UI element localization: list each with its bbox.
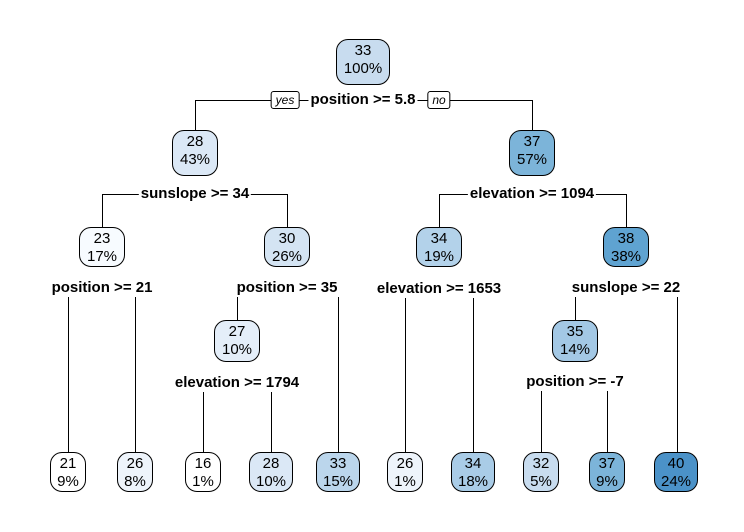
node-value: 23 [93, 230, 111, 247]
split-label-s8: elevation >= 1794 [172, 374, 302, 392]
node-percent: 100% [343, 60, 383, 77]
edge-left-s2 [102, 194, 103, 227]
edge-right-s6 [473, 289, 474, 452]
node-percent: 1% [192, 473, 214, 490]
node-value: 34 [464, 455, 482, 472]
edge-left-s8 [203, 383, 204, 452]
node-value: 32 [532, 455, 550, 472]
split-label-s6: elevation >= 1653 [374, 280, 504, 298]
node-value: 38 [617, 230, 635, 247]
node-value: 28 [262, 455, 280, 472]
node-percent: 43% [179, 151, 211, 168]
node-percent: 10% [255, 473, 287, 490]
node-value: 16 [194, 455, 212, 472]
node-value: 26 [126, 455, 144, 472]
node-percent: 9% [57, 473, 79, 490]
yes-tag: yes [270, 91, 300, 109]
split-label-s4: position >= 21 [49, 279, 155, 297]
node-value: 28 [186, 133, 204, 150]
node-percent: 8% [124, 473, 146, 490]
edge-left-s5 [237, 288, 238, 320]
split-label-s7: sunslope >= 22 [569, 279, 683, 297]
node-value: 35 [566, 323, 584, 340]
node-percent: 15% [322, 473, 354, 490]
edge-left-s4 [68, 288, 69, 452]
edge-right-s4 [135, 288, 136, 452]
node-value: 33 [354, 42, 372, 59]
node-value: 37 [523, 133, 541, 150]
node-percent: 26% [271, 248, 303, 265]
node-percent: 1% [394, 473, 416, 490]
edge-left-s7 [575, 288, 576, 320]
split-label-s9: position >= -7 [524, 373, 626, 391]
node-percent: 17% [86, 248, 118, 265]
edge-left-s6 [405, 289, 406, 452]
split-label-s1: position >= 5.8 [308, 91, 418, 109]
node-percent: 24% [660, 473, 692, 490]
edge-right-s3 [626, 194, 627, 227]
edge-right-s7 [677, 288, 678, 452]
edge-right-s8 [271, 383, 272, 452]
node-percent: 19% [423, 248, 455, 265]
edge-left-s9 [541, 382, 542, 452]
node-percent: 18% [457, 473, 489, 490]
split-label-s5: position >= 35 [234, 279, 340, 297]
node-percent: 14% [559, 341, 591, 358]
edge-right-s5 [338, 288, 339, 452]
no-tag: no [427, 91, 451, 109]
node-value: 26 [396, 455, 414, 472]
node-value: 33 [329, 455, 347, 472]
edge-right-s9 [607, 382, 608, 452]
node-value: 40 [667, 455, 685, 472]
node-value: 37 [598, 455, 616, 472]
edge-left-s1 [195, 100, 196, 130]
split-label-s3: elevation >= 1094 [467, 185, 597, 203]
node-value: 21 [59, 455, 77, 472]
node-percent: 9% [596, 473, 618, 490]
split-label-s2: sunslope >= 34 [138, 185, 252, 203]
node-percent: 10% [221, 341, 253, 358]
node-value: 27 [228, 323, 246, 340]
node-value: 34 [430, 230, 448, 247]
edge-right-s2 [287, 194, 288, 227]
edge-right-s1 [532, 100, 533, 130]
node-percent: 57% [516, 151, 548, 168]
node-percent: 5% [530, 473, 552, 490]
node-value: 30 [278, 230, 296, 247]
edge-left-s3 [439, 194, 440, 227]
node-percent: 38% [610, 248, 642, 265]
